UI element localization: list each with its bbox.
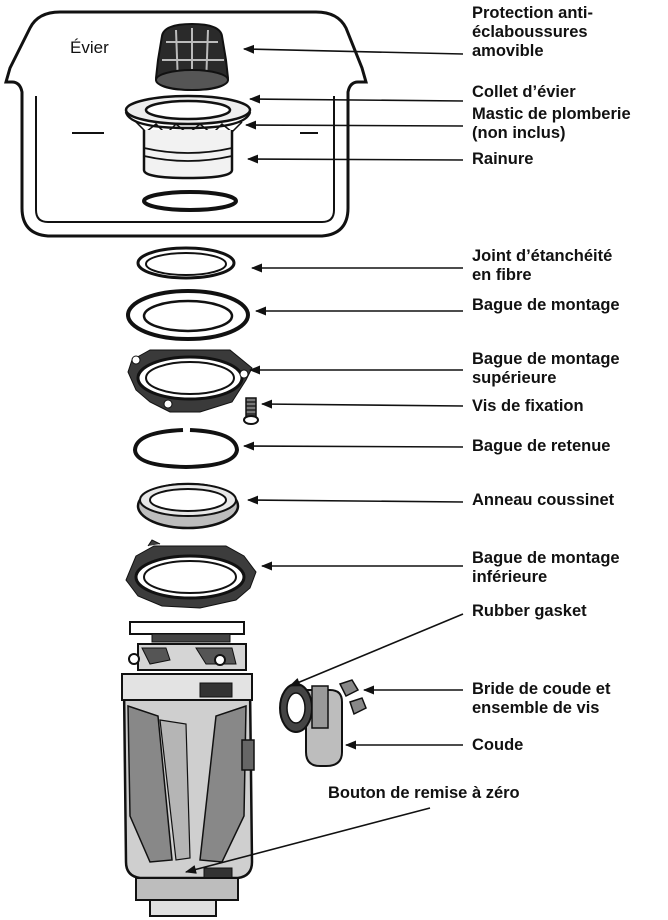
retaining-ring-part <box>132 428 240 470</box>
label-line: éclaboussures <box>472 23 588 41</box>
leader-sink-flange <box>248 94 464 104</box>
label-rubber-gasket: Rubber gasket <box>472 602 587 621</box>
label-fiber-gasket: Joint d’étanchéité en fibre <box>472 247 612 285</box>
label-line: en fibre <box>472 266 532 284</box>
label-line: Vis de fixation <box>472 397 584 415</box>
label-retaining-ring: Bague de retenue <box>472 437 610 456</box>
elbow-bolts-part <box>338 679 367 716</box>
label-lower-mounting-ring: Bague de montage inférieure <box>472 549 620 587</box>
label-groove: Rainure <box>472 150 533 169</box>
mounting-screw-part <box>243 397 259 425</box>
label-line: Protection anti- <box>472 4 594 22</box>
leader-rubber-gasket <box>288 613 464 687</box>
disposer-body-part <box>121 621 255 917</box>
label-line: Bague de retenue <box>472 437 611 455</box>
label-line: Bague de montage <box>472 350 620 368</box>
leader-cushion-ring <box>246 495 464 505</box>
sink-bottom-ring <box>142 190 238 212</box>
elbow-part <box>279 683 343 767</box>
leader-lines <box>184 44 464 874</box>
label-line: Coude <box>472 736 524 754</box>
label-reset-button: Bouton de remise à zéro <box>328 784 520 803</box>
cushion-ring-part <box>136 482 240 530</box>
lower-mounting-ring-part <box>125 539 257 609</box>
label-line: Mastic de plomberie <box>472 105 631 123</box>
label-line: (non inclus) <box>472 124 566 142</box>
label-mounting-screw: Vis de fixation <box>472 397 584 416</box>
leader-mounting-screw <box>260 399 464 409</box>
sink-label: Évier <box>70 38 109 57</box>
label-cushion-ring: Anneau coussinet <box>472 491 614 510</box>
label-line: Bride de coude et <box>472 680 611 698</box>
label-sink-flange: Collet d’évier <box>472 83 576 102</box>
label-line: Collet d’évier <box>472 83 576 101</box>
label-line: supérieure <box>472 369 557 387</box>
label-line: amovible <box>472 42 544 60</box>
upper-mounting-ring-part <box>127 349 253 413</box>
leader-reset-button <box>184 807 431 874</box>
fiber-gasket-part <box>136 246 236 280</box>
label-line: Anneau coussinet <box>472 491 615 509</box>
leader-retaining-ring <box>242 441 464 451</box>
leader-splash-guard <box>242 44 464 55</box>
label-mounting-ring: Bague de montage <box>472 296 620 315</box>
label-plumber-putty: Mastic de plomberie (non inclus) <box>472 105 631 143</box>
sink-basin <box>4 10 368 238</box>
label-elbow-flange: Bride de coude et ensemble de vis <box>472 680 610 718</box>
mounting-ring-part <box>126 289 250 341</box>
label-line: Joint d’étanchéité <box>472 247 613 265</box>
label-line: Rainure <box>472 150 534 168</box>
label-line: Bague de montage <box>472 296 620 314</box>
sink-flange-part <box>124 94 252 180</box>
leader-groove <box>246 154 464 164</box>
splash-guard-part <box>154 22 230 92</box>
label-line: Bouton de remise à zéro <box>328 784 520 802</box>
label-line: Bague de montage <box>472 549 620 567</box>
leader-plumber-putty <box>244 120 464 130</box>
label-line: Rubber gasket <box>472 602 587 620</box>
label-elbow: Coude <box>472 736 523 755</box>
label-line: ensemble de vis <box>472 699 600 717</box>
label-splash-guard: Protection anti- éclaboussures amovible <box>472 4 593 61</box>
label-upper-mounting-ring: Bague de montage supérieure <box>472 350 620 388</box>
label-line: inférieure <box>472 568 548 586</box>
